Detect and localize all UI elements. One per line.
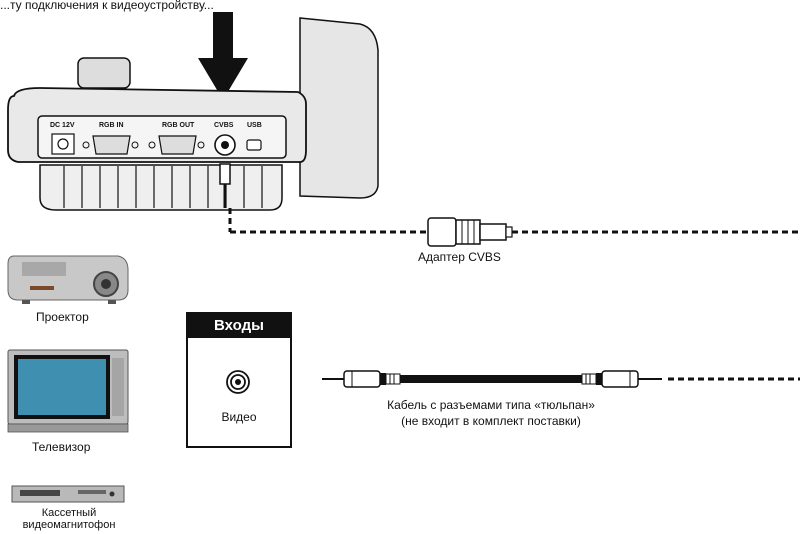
tv-label: Телевизор — [32, 440, 91, 454]
cable-label-line2: (не входит в комплект поставки) — [401, 414, 581, 428]
port-label-dc: DC 12V — [50, 122, 75, 129]
rca-cable — [322, 370, 800, 388]
port-label-rgb-in: RGB IN — [99, 122, 124, 129]
top-caption: ...ту подключения к видеоустройству... — [0, 0, 214, 12]
down-arrow-icon — [198, 12, 248, 100]
projector-icon — [7, 255, 129, 304]
svideo-adapter-icon — [427, 217, 513, 247]
port-label-usb: USB — [247, 122, 262, 129]
video-input-label: Видео — [221, 410, 257, 424]
adapter-label: Адаптер CVBS — [418, 250, 501, 264]
rca-jack-icon — [226, 370, 250, 394]
rca-plug-icon — [581, 370, 639, 388]
vcr-label: Кассетный видеомагнитофон — [22, 507, 116, 531]
visualizer-device — [7, 17, 379, 211]
inputs-panel: Входы Видео — [186, 312, 292, 448]
inputs-title: Входы — [188, 314, 290, 338]
tv-icon — [7, 349, 129, 433]
rca-plug-icon — [343, 370, 401, 388]
projector-label: Проектор — [36, 310, 89, 324]
cvbs-cable — [219, 163, 800, 234]
vcr-icon — [11, 485, 125, 503]
cable-label-line1: Кабель с разъемами типа «тюльпан» — [387, 398, 595, 412]
port-label-cvbs: CVBS — [214, 122, 234, 129]
port-label-rgb-out: RGB OUT — [162, 122, 195, 129]
